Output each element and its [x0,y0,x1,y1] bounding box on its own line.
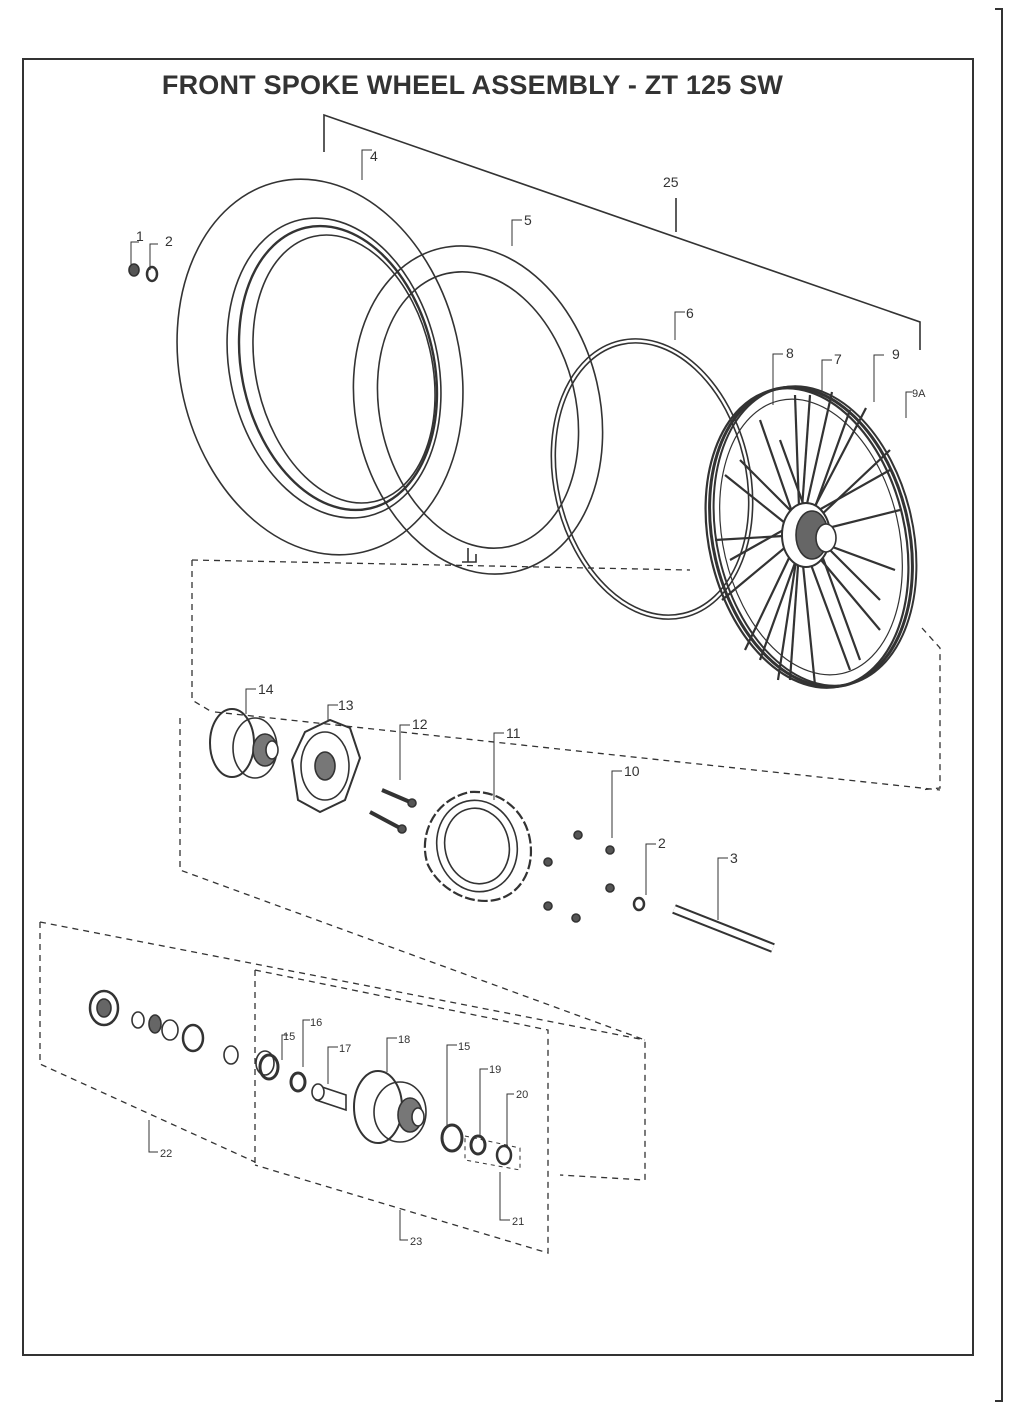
callout-15b: 15 [458,1041,470,1053]
leader-23 [399,1210,408,1241]
part-hub-18 [353,1037,427,1144]
part-speedo-drive-22 [88,989,239,1153]
callout-7: 7 [834,351,842,367]
part-seal-19 [469,1068,488,1156]
part-tire-4 [176,149,464,556]
part-washer-2 [145,243,159,283]
part-brake-disc-11 [423,732,533,903]
callout-16: 16 [310,1017,322,1029]
part-disc-bolts-10 [543,770,622,923]
group-25-bracket [323,113,921,350]
part-seal-16 [289,1019,310,1093]
part-bearing-15b [440,1044,464,1153]
callout-17: 17 [339,1043,351,1055]
callout-2: 2 [165,233,173,249]
callout-1: 1 [136,228,144,244]
part-bearing-15a [255,1034,288,1081]
callout-25: 25 [663,174,679,190]
callout-20: 20 [516,1089,528,1101]
callout-6: 6 [686,305,694,321]
part-hub-14 [209,688,279,779]
callout-14: 14 [258,681,274,697]
leader-21 [499,1172,510,1221]
part-spacer-17 [311,1046,347,1112]
part-axle-3 [672,857,775,953]
callout-11: 11 [506,725,521,741]
page-bracket [995,8,1003,1402]
part-bolts-12 [369,724,417,834]
callout-23: 23 [410,1236,422,1248]
part-spoke-wheel-7 [704,353,918,689]
part-collar-20 [495,1093,514,1166]
part-nut-1 [128,241,140,277]
part-washer-2b [632,843,656,912]
callout-9a: 9A [912,388,926,400]
part-inner-tube-5 [352,219,604,575]
hub-group-dashed-box [191,559,941,791]
part-rim-band-6 [550,311,754,620]
callout-9: 9 [892,346,900,362]
callout-18: 18 [398,1034,410,1046]
diagram-title: FRONT SPOKE WHEEL ASSEMBLY - ZT 125 SW [161,70,784,100]
callout-15a: 15 [283,1031,295,1043]
callout-2b: 2 [658,835,666,851]
callout-21: 21 [512,1216,524,1228]
brake-side-dashed-box [39,718,646,1254]
callout-22: 22 [160,1148,172,1160]
drawing-frame [22,58,974,1356]
callout-5: 5 [524,212,532,228]
callout-19: 19 [489,1064,501,1076]
callout-13: 13 [338,697,354,713]
callout-8: 8 [786,345,794,361]
part-carrier-13 [290,704,362,814]
callout-3: 3 [730,850,738,866]
callout-4: 4 [370,148,378,164]
callout-10: 10 [624,763,640,779]
callout-12: 12 [412,716,428,732]
